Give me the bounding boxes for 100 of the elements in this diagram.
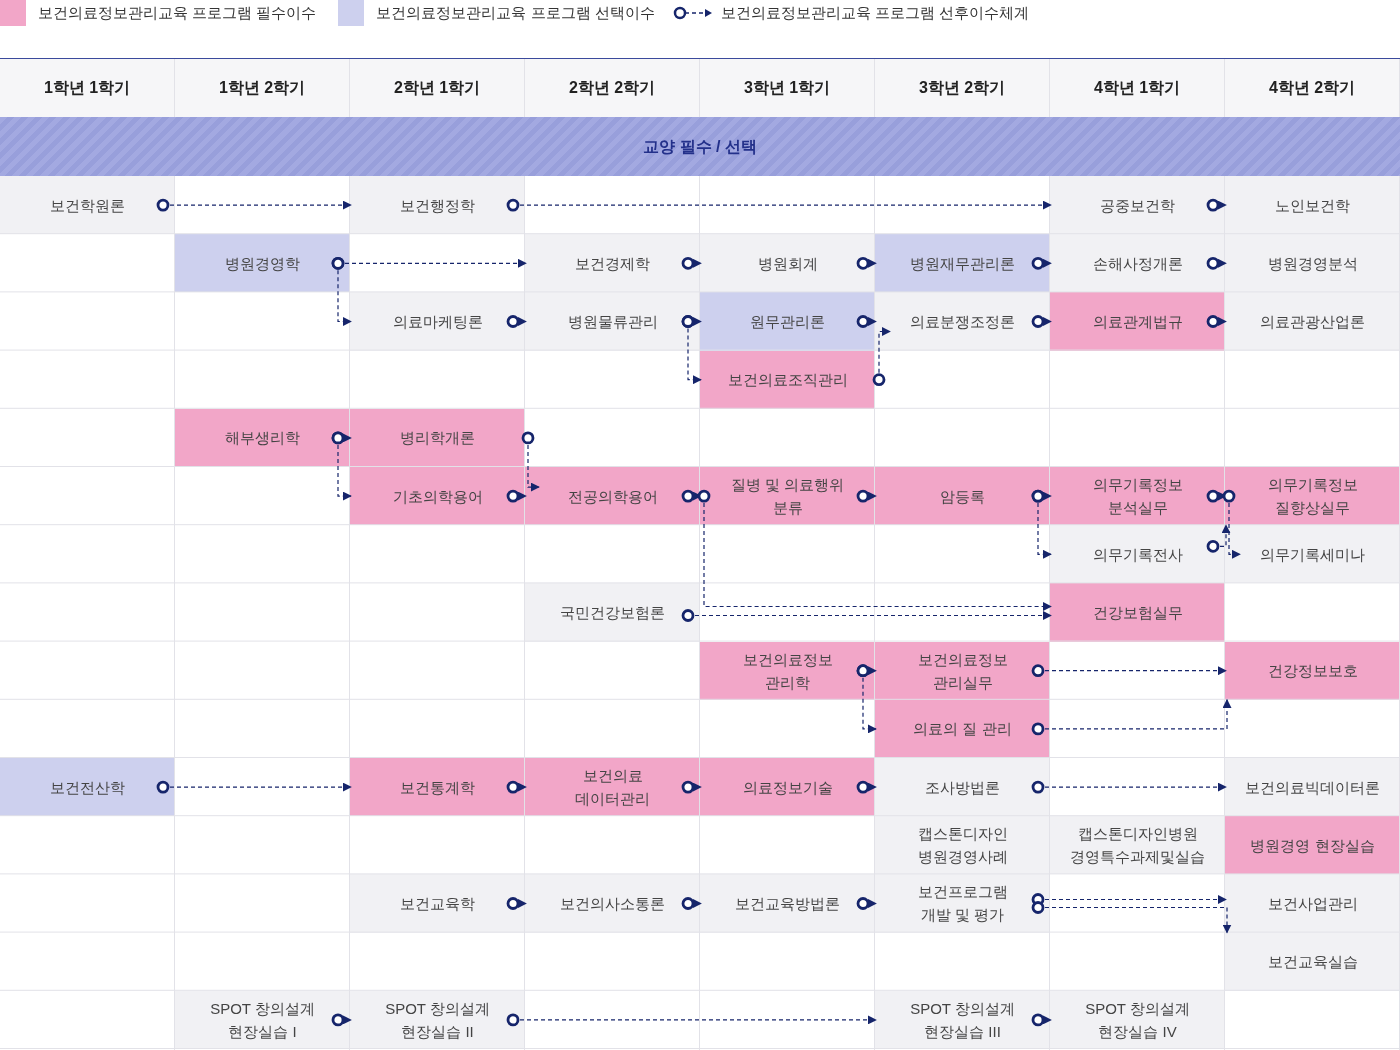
prerequisite-arrow bbox=[1206, 198, 1227, 212]
course-cell bbox=[700, 292, 875, 351]
prerequisite-arrow bbox=[681, 609, 1052, 622]
course-cell bbox=[1225, 234, 1400, 293]
course-name: 노인보건학 bbox=[1275, 195, 1350, 216]
course-cell bbox=[0, 176, 175, 235]
course-cell bbox=[875, 758, 1050, 817]
course-cell bbox=[525, 758, 700, 817]
course-name: 국민건강보험론 bbox=[560, 603, 665, 623]
course-name: SPOT 창의설계 현장실습 IV bbox=[1084, 998, 1191, 1042]
prerequisite-arrow bbox=[521, 431, 540, 492]
course-name: 보건통계학 bbox=[400, 777, 475, 798]
course-cell bbox=[525, 234, 700, 293]
prerequisite-arrow bbox=[856, 315, 877, 328]
column-header: 4학년 2학기 bbox=[1268, 78, 1356, 98]
prerequisite-arrow bbox=[856, 780, 877, 794]
course-cell bbox=[700, 758, 875, 817]
prerequisite-arrow bbox=[506, 315, 527, 328]
course-cell bbox=[1225, 758, 1400, 817]
prerequisite-arrow bbox=[1206, 315, 1227, 328]
course-cell bbox=[175, 990, 350, 1049]
course-name: 의무기록정보 질향상실무 bbox=[1266, 475, 1359, 519]
course-cell bbox=[875, 990, 1050, 1049]
course-name: 의무기록전사 bbox=[1092, 544, 1183, 565]
course-name: SPOT 창의설계 현장실습 III bbox=[909, 998, 1016, 1042]
course-cell bbox=[1225, 932, 1400, 991]
course-name: 의무기록정보 분석실무 bbox=[1091, 475, 1184, 519]
course-name: 기초의학용어 bbox=[392, 486, 483, 507]
course-name: 전공의학용어 bbox=[567, 486, 658, 507]
prerequisite-arrow bbox=[681, 780, 702, 794]
course-cell bbox=[875, 292, 1050, 351]
course-name: 보건사업관리 bbox=[1267, 894, 1358, 914]
course-name: 보건교육방법론 bbox=[735, 894, 840, 914]
course-cell bbox=[875, 234, 1050, 293]
column-header: 1학년 1학기 bbox=[43, 78, 131, 98]
prerequisite-arrow bbox=[331, 256, 352, 326]
course-cell bbox=[525, 292, 700, 351]
prerequisite-arrow bbox=[1222, 489, 1241, 559]
course-cell bbox=[875, 816, 1050, 875]
course-name: 보건의료정보 관리학 bbox=[741, 649, 834, 693]
prerequisite-arrow bbox=[856, 664, 877, 734]
course-cell bbox=[875, 641, 1050, 700]
legend-text: 보건의료정보관리교육 프로그램 필수이수 bbox=[38, 2, 317, 23]
course-name: 보건행정학 bbox=[400, 195, 475, 216]
course-cell bbox=[700, 350, 875, 409]
course-cell bbox=[1050, 583, 1225, 642]
course-cell bbox=[1050, 292, 1225, 351]
course-cell bbox=[1225, 467, 1400, 526]
course-name: 캡스톤디자인병원 경영특수과제및실습 bbox=[1070, 824, 1205, 868]
course-name: 손해사정개론 bbox=[1092, 253, 1183, 274]
course-name: 보건학원론 bbox=[50, 195, 125, 216]
prerequisite-arrow bbox=[856, 897, 877, 910]
prerequisite-arrow bbox=[872, 327, 891, 387]
course-cell bbox=[175, 408, 350, 467]
course-cell bbox=[1225, 641, 1400, 700]
column-header: 2학년 1학기 bbox=[393, 78, 481, 98]
course-cell bbox=[350, 467, 525, 526]
band-title: 교양 필수 / 선택 bbox=[643, 136, 757, 157]
prerequisite-arrow bbox=[681, 315, 702, 385]
course-name: 의료의 질 관리 bbox=[913, 719, 1012, 740]
course-name: 조사방법론 bbox=[925, 777, 1000, 798]
course-name: 캡스톤디자인 병원경영사례 bbox=[916, 824, 1009, 868]
prerequisite-arrow bbox=[856, 256, 877, 270]
course-cell bbox=[1050, 234, 1225, 293]
prerequisite-arrow bbox=[856, 489, 877, 503]
prerequisite-arrow bbox=[1031, 1013, 1052, 1027]
course-name: 병원경영 현장실습 bbox=[1250, 835, 1375, 856]
course-name: SPOT 창의설계 현장실습 I bbox=[209, 998, 316, 1042]
prerequisite-arrow bbox=[331, 1013, 352, 1027]
course-cell bbox=[1050, 176, 1225, 235]
prerequisite-arrow bbox=[156, 198, 352, 212]
prerequisite-arrow bbox=[1031, 256, 1052, 270]
course-cell bbox=[700, 641, 875, 700]
prerequisite-arrow bbox=[1031, 780, 1227, 794]
course-name: 원무관리론 bbox=[750, 312, 825, 332]
course-name: 보건의사소통론 bbox=[560, 894, 665, 914]
course-name: 병원재무관리론 bbox=[910, 253, 1015, 274]
course-name: 보건교육학 bbox=[400, 894, 475, 914]
legend-text: 보건의료정보관리교육 프로그램 선택이수 bbox=[376, 2, 655, 23]
course-cell bbox=[700, 874, 875, 933]
prerequisite-arrow bbox=[1031, 901, 1232, 934]
course-name: 의료관계법규 bbox=[1092, 312, 1183, 332]
course-cell bbox=[1225, 874, 1400, 933]
course-cell bbox=[525, 583, 700, 642]
prerequisite-arrow bbox=[506, 489, 527, 503]
course-name: 병원경영분석 bbox=[1267, 253, 1358, 274]
column-header: 1학년 2학기 bbox=[218, 78, 306, 98]
prerequisite-arrow bbox=[1206, 256, 1227, 270]
course-cell bbox=[700, 467, 875, 526]
course-cell bbox=[350, 874, 525, 933]
course-cell bbox=[1225, 176, 1400, 235]
course-name: 의무기록세미나 bbox=[1260, 544, 1365, 565]
prerequisite-arrow bbox=[506, 780, 527, 794]
course-cell bbox=[350, 990, 525, 1049]
prerequisite-arrow bbox=[331, 431, 352, 501]
prerequisite-arrow bbox=[1206, 524, 1231, 553]
prerequisite-arrow bbox=[1031, 489, 1052, 559]
column-header: 3학년 1학기 bbox=[743, 78, 831, 98]
course-name: 보건의료빅데이터론 bbox=[1245, 777, 1380, 798]
prerequisite-arrow bbox=[506, 198, 1052, 212]
